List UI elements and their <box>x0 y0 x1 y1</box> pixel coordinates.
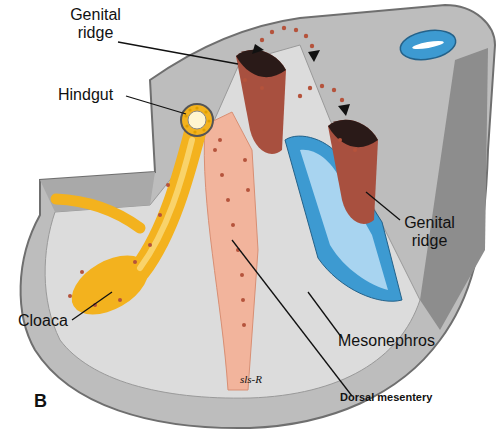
neural-canal <box>412 39 445 50</box>
cut-face <box>420 48 488 330</box>
hindgut-lumen <box>188 111 206 129</box>
allantois <box>56 199 140 228</box>
cloaca <box>62 243 159 327</box>
ridge-cap-left <box>236 50 286 77</box>
arrowhead <box>338 104 350 116</box>
part-label: Dorsal mesentery <box>340 391 490 403</box>
part-label: Genital ridge <box>392 214 467 249</box>
gut-highlight <box>140 140 192 268</box>
part-label: Genital ridge <box>58 6 133 41</box>
ridge-cap-right <box>328 120 378 147</box>
gut-epithelium <box>184 106 210 133</box>
germ-cells <box>68 78 357 327</box>
migration-dots <box>260 26 344 102</box>
artist-signature: sls-R <box>240 373 300 385</box>
arrowhead <box>252 44 264 54</box>
panel-letter: B <box>34 392 64 412</box>
hindgut-tube <box>140 125 197 270</box>
part-label: Cloaca <box>18 312 88 330</box>
neural-tube <box>398 26 458 63</box>
part-label: Hindgut <box>58 86 128 104</box>
part-label: Mesonephros <box>338 332 458 350</box>
embryo-body <box>21 5 495 428</box>
arrowhead <box>308 50 320 62</box>
hindgut-section <box>181 104 213 136</box>
dorsal-mesentery <box>204 112 258 390</box>
genital-ridge-left <box>236 50 286 154</box>
genital-ridge-right <box>328 120 378 224</box>
